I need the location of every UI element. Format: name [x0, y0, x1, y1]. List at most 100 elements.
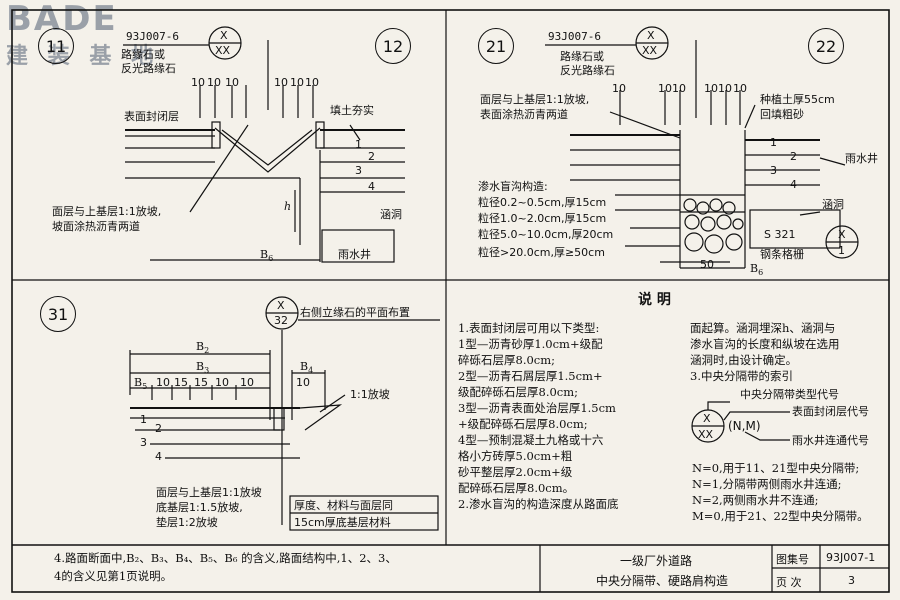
- notes-column-2: 面起算。涵洞埋深h、涵洞与 渗水盲沟的长度和纵坡在选用 涵洞时,由设计确定。 3…: [690, 321, 840, 383]
- d11-stone-1: 路缘石或: [121, 48, 165, 61]
- d21-dim: 10: [733, 82, 747, 95]
- atlas-number-label: 图集号: [776, 553, 809, 566]
- d11-dim: 10: [225, 76, 239, 89]
- d21-dim: 10: [718, 82, 732, 95]
- d11-stone-2: 反光路缘石: [121, 62, 176, 75]
- d21-culvert: 涵洞: [822, 198, 844, 211]
- detail-number-22: 22: [808, 28, 844, 64]
- index-symbol-nm: (N,M): [728, 419, 761, 433]
- d11-layer-2: 2: [368, 150, 375, 163]
- detail-number-12: 12: [375, 28, 411, 64]
- d31-note-3: 垫层1:2放坡: [156, 516, 218, 529]
- d11-note-1: 面层与上基层1:1放坡,: [52, 205, 162, 218]
- d21-cidx-top: X: [838, 228, 846, 241]
- d21-dim: 10: [672, 82, 686, 95]
- d31-dim: 10: [215, 376, 229, 389]
- d21-gravel-3: 粒径5.0~10.0cm,厚20cm: [478, 228, 614, 241]
- d21-index-bottom: XX: [642, 44, 658, 57]
- d31-b2: B2: [196, 340, 210, 356]
- d31-index-bottom: 32: [274, 314, 288, 327]
- d21-dim: 10: [704, 82, 718, 95]
- d31-note-2: 底基层1:1.5放坡,: [156, 501, 243, 514]
- atlas-number-value: 93J007-1: [826, 551, 876, 564]
- d31-layer-3: 3: [140, 436, 147, 449]
- d21-soil-1: 种植土厚55cm: [760, 93, 835, 106]
- d31-b3: B3: [196, 360, 210, 376]
- d21-grate: 钢条格栅: [760, 248, 804, 261]
- d21-well: 雨水井: [845, 152, 878, 165]
- d31-box-2: 15cm厚底基层材料: [294, 516, 391, 529]
- d21-note-2: 表面涂热沥青两道: [480, 108, 568, 121]
- d21-layer-3: 3: [770, 164, 777, 177]
- d11-dim: 10: [207, 76, 221, 89]
- d21-index-top: X: [647, 29, 655, 42]
- d11-note-2: 坡面涂热沥青两道: [52, 220, 140, 233]
- d31-index-top: X: [277, 299, 285, 312]
- d11-dim: 10: [191, 76, 205, 89]
- d31-dim: 10: [296, 376, 310, 389]
- d21-stone-1: 路缘石或: [560, 50, 604, 63]
- d21-layer-1: 1: [770, 136, 777, 149]
- d31-box-1: 厚度、材料与面层同: [294, 499, 393, 512]
- d21-cidx-bottom: 1: [838, 244, 845, 257]
- d31-dim: 10: [156, 376, 170, 389]
- d31-note-1: 面层与上基层1:1放坡: [156, 486, 262, 499]
- d21-gravel-1: 粒径0.2~0.5cm,厚15cm: [478, 196, 607, 209]
- d21-layer-2: 2: [790, 150, 797, 163]
- d31-layer-1: 1: [140, 413, 147, 426]
- d11-culvert: 涵洞: [380, 208, 402, 221]
- d31-b5: B5: [134, 376, 148, 392]
- d11-dim: 10: [274, 76, 288, 89]
- d21-note-1: 面层与上基层1:1放坡,: [480, 93, 590, 106]
- d11-b6: B6: [260, 248, 274, 264]
- notes-column-1: 1.表面封闭层可用以下类型: 1型—沥青砂厚1.0cm+级配 碎砾石层厚8.0c…: [458, 321, 619, 511]
- watermark-logo-sub: 建 装 基 地: [6, 44, 159, 69]
- d21-dim-50: 50: [700, 258, 714, 271]
- detail-number-21: 21: [478, 28, 514, 64]
- d21-dim: 10: [658, 82, 672, 95]
- d31-layer-2: 2: [155, 422, 162, 435]
- index-symbol-x: X: [703, 412, 711, 425]
- notes-column-3: N=0,用于11、21型中央分隔带; N=1,分隔带两侧雨水井连通; N=2,两…: [692, 461, 869, 523]
- d21-gravel-4: 粒径>20.0cm,厚≥50cm: [478, 246, 605, 259]
- d31-b4: B4: [300, 360, 314, 376]
- d21-soil-2: 回填粗砂: [760, 108, 804, 121]
- d11-seal-label: 表面封闭层: [124, 110, 179, 123]
- d31-plan-label: 右侧立缘石的平面布置: [300, 306, 410, 319]
- index-legend-c: 雨水井连通代号: [792, 434, 869, 447]
- d21-dim: 10: [612, 82, 626, 95]
- d31-dim: 15: [174, 376, 188, 389]
- footer-note-2: 4的含义见第1页说明。: [54, 569, 173, 583]
- d21-layer-4: 4: [790, 178, 797, 191]
- d11-layer-1: 1: [355, 138, 362, 151]
- d11-layer-4: 4: [368, 180, 375, 193]
- d11-layer-3: 3: [355, 164, 362, 177]
- detail-number-31: 31: [40, 296, 76, 332]
- d11-index-top: X: [220, 29, 228, 42]
- footer-note-1: 4.路面断面中,B₂、B₃、B₄、B₅、B₆ 的含义,路面结构中,1、2、3、: [54, 551, 397, 565]
- d21-ref: 93J007-6: [548, 30, 601, 43]
- d21-drain-title: 渗水盲沟构造:: [478, 180, 548, 193]
- d11-well: 雨水井: [338, 248, 371, 261]
- notes-title: 说 明: [638, 292, 671, 308]
- detail-number-11: 11: [38, 28, 74, 64]
- index-legend-b: 表面封闭层代号: [792, 405, 869, 418]
- page-value: 3: [848, 574, 855, 587]
- d21-stone-2: 反光路缘石: [560, 64, 615, 77]
- d31-slope: 1:1放坡: [350, 388, 390, 401]
- d11-dim: 10: [290, 76, 304, 89]
- d11-fill-label: 填土夯实: [330, 104, 374, 117]
- title-line-2: 中央分隔带、硬路肩构造: [596, 574, 729, 588]
- index-symbol-xx: XX: [698, 428, 714, 441]
- d21-b6: B6: [750, 262, 764, 278]
- d11-ref: 93J007-6: [126, 30, 179, 43]
- d11-dim: 10: [305, 76, 319, 89]
- page-label: 页 次: [776, 576, 802, 589]
- d11-h: h: [284, 200, 292, 213]
- d21-gravel-2: 粒径1.0~2.0cm,厚15cm: [478, 212, 607, 225]
- d21-s-ref: S 321: [764, 228, 796, 241]
- title-line-1: 一级厂外道路: [620, 554, 693, 568]
- d31-layer-4: 4: [155, 450, 162, 463]
- d11-index-bottom: XX: [215, 44, 231, 57]
